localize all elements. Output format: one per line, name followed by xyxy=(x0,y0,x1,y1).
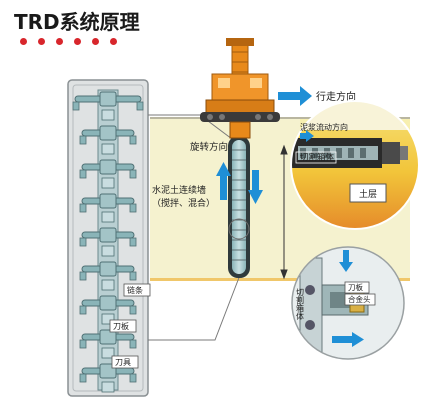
red-dot xyxy=(74,38,81,45)
chain-link xyxy=(101,143,115,155)
chain-link xyxy=(99,159,117,175)
cutter-tooth xyxy=(129,203,137,213)
chain-detail-panel xyxy=(67,79,149,397)
chain-link xyxy=(99,329,117,345)
red-dot xyxy=(56,38,63,45)
chain-link xyxy=(99,193,117,209)
blade-left-label: 刀板 xyxy=(113,321,129,331)
cutter-tooth xyxy=(129,373,137,383)
blade-detail-label: 刀板 xyxy=(348,282,363,292)
cutter-tooth xyxy=(129,135,137,145)
chain-link xyxy=(101,109,115,121)
soil-layer-label: 土层 xyxy=(359,188,377,200)
chain-tag xyxy=(123,283,151,297)
travel-direction-arrow xyxy=(278,86,312,106)
cutting-post xyxy=(228,136,250,278)
carbide-head-tag xyxy=(344,293,376,306)
tool-left-tag xyxy=(111,355,139,369)
red-dot xyxy=(38,38,45,45)
chain-label: 链条 xyxy=(127,285,143,295)
chain-link xyxy=(101,347,115,359)
red-dot xyxy=(92,38,99,45)
connector-lines xyxy=(148,114,241,341)
blade-left-tag xyxy=(109,319,137,333)
cutter-tooth xyxy=(129,305,137,315)
rotation-direction-label: 旋转方向 xyxy=(190,141,228,153)
red-dot xyxy=(110,38,117,45)
trd-machine xyxy=(200,38,280,139)
slurry-flow-arrow xyxy=(300,130,314,142)
chain-link xyxy=(101,177,115,189)
soil-zoom-circle xyxy=(290,100,420,230)
cutter-tooth xyxy=(136,101,144,111)
cutter-tooth xyxy=(79,305,87,315)
cutting-box-top-label: 切割箱体 xyxy=(300,152,335,163)
chain-link xyxy=(101,245,115,257)
rotation-up-arrow xyxy=(216,162,231,200)
depth-dimension xyxy=(280,144,288,280)
slurry-flow-label: 泥浆流动方向 xyxy=(300,122,348,132)
chain-link xyxy=(99,125,117,141)
cutter-tooth xyxy=(129,169,137,179)
page-title: TRD系统原理 xyxy=(14,10,140,34)
tool-left-label: 刀具 xyxy=(115,358,131,367)
chain-link xyxy=(99,91,117,107)
chain-link xyxy=(101,211,115,223)
cutting-box-top-pointer xyxy=(295,151,337,164)
chain-link xyxy=(101,279,115,291)
chain-link xyxy=(101,313,115,325)
blade-down-arrow xyxy=(339,250,353,272)
chain-link xyxy=(101,381,115,393)
blade-right-arrow xyxy=(332,332,364,347)
cutter-tooth xyxy=(129,339,137,349)
cutting-box-side-label: 切割箱体 xyxy=(296,288,305,321)
cutter-tooth xyxy=(72,101,80,111)
wall-label-line1: 水泥土连续墙 xyxy=(152,184,206,196)
cutter-tooth xyxy=(129,237,137,247)
wall-label-line2: （搅拌、混合） xyxy=(152,197,215,209)
chain-link xyxy=(99,227,117,243)
red-dot xyxy=(20,38,27,45)
travel-direction-label: 行走方向 xyxy=(316,90,356,103)
rotation-down-arrow xyxy=(248,170,263,204)
cutter-tooth xyxy=(79,169,87,179)
cutter-tooth xyxy=(79,135,87,145)
chain-link xyxy=(99,295,117,311)
blade-detail-tag xyxy=(344,281,370,294)
chain-assembly xyxy=(72,89,144,393)
cutter-tooth xyxy=(79,237,87,247)
chain-link xyxy=(99,261,117,277)
cutter-tooth xyxy=(129,271,137,281)
cutter-tooth xyxy=(79,203,87,213)
cutter-tooth xyxy=(79,373,87,383)
carbide-head-label: 合金头 xyxy=(348,294,371,304)
cutter-tooth xyxy=(79,339,87,349)
cutter-tooth xyxy=(79,271,87,281)
